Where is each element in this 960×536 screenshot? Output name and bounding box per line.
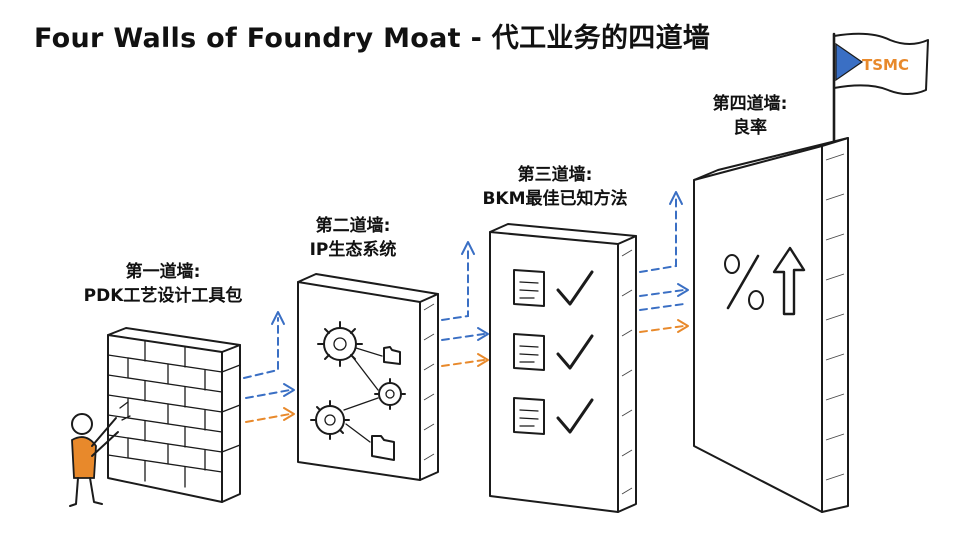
gear-icon bbox=[374, 378, 406, 410]
folder-icon bbox=[371, 435, 395, 461]
scroll-icon bbox=[513, 269, 545, 307]
wall-2-label: 第二道墙: IP生态系统 bbox=[278, 214, 428, 262]
percent-icon bbox=[724, 254, 764, 310]
wall-1-subtitle: PDK工艺设计工具包 bbox=[83, 286, 243, 306]
yield-wall bbox=[693, 137, 849, 513]
wall-4-subtitle: 良率 bbox=[733, 118, 767, 138]
wall-2-subtitle: IP生态系统 bbox=[309, 240, 397, 260]
flag-icon: TSMC bbox=[832, 32, 929, 142]
flag-label: TSMC bbox=[862, 56, 909, 74]
up-arrow-icon bbox=[772, 246, 806, 316]
wall-4-label: 第四道墙: 良率 bbox=[680, 92, 820, 140]
brick-wall bbox=[107, 327, 241, 503]
stick-figure bbox=[69, 401, 131, 507]
ip-ecosystem-wall bbox=[297, 273, 439, 481]
gear-icon bbox=[310, 400, 350, 440]
check-icon bbox=[556, 334, 594, 370]
wall-1-label: 第一道墙: PDK工艺设计工具包 bbox=[58, 260, 268, 308]
wall-3-subtitle: BKM最佳已知方法 bbox=[482, 189, 628, 209]
page-title: Four Walls of Foundry Moat - 代工业务的四道墙 bbox=[34, 23, 711, 54]
bkm-wall bbox=[489, 223, 637, 513]
arrows-wall2-to-wall3 bbox=[441, 241, 489, 367]
wall-3-label: 第三道墙: BKM最佳已知方法 bbox=[455, 163, 655, 211]
check-icon bbox=[556, 398, 594, 434]
arrows-wall3-to-wall4 bbox=[639, 191, 689, 333]
scroll-icon bbox=[513, 397, 545, 435]
arrows-wall1-to-wall2 bbox=[243, 311, 295, 423]
check-icon bbox=[556, 270, 594, 306]
wall-2-title: 第二道墙: bbox=[315, 216, 391, 236]
folder-icon bbox=[383, 346, 401, 365]
wall-4-title: 第四道墙: bbox=[712, 94, 788, 114]
wall-3-title: 第三道墙: bbox=[517, 165, 593, 185]
wall-1-title: 第一道墙: bbox=[125, 262, 201, 282]
scroll-icon bbox=[513, 333, 545, 371]
